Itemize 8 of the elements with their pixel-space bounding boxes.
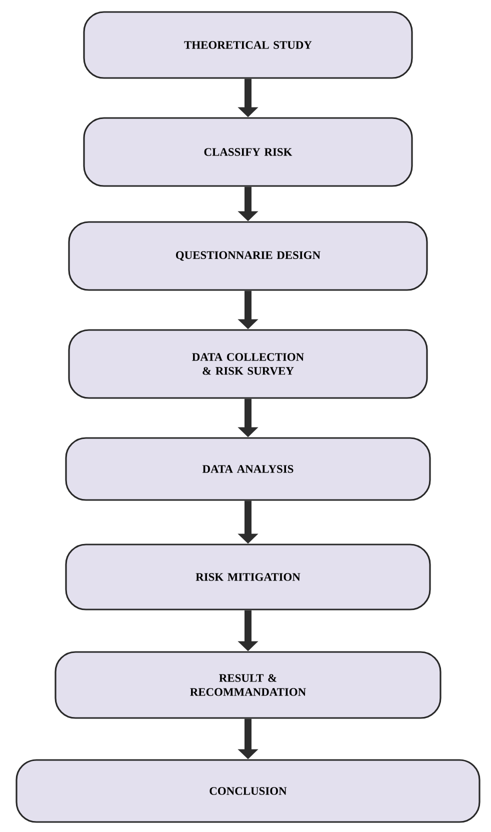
process-box: RESULT & RECOMMANDATION (54, 651, 442, 719)
process-box: RISK MITIGATION (65, 544, 431, 610)
process-box: DATA ANALYSIS (65, 437, 431, 501)
process-box: QUESTIONNARIE DESIGN (68, 221, 428, 291)
process-box: DATA COLLECTION & RISK SURVEY (68, 329, 428, 399)
process-box: CLASSIFY RISK (83, 117, 413, 187)
process-box: THEORETICAL STUDY (83, 11, 413, 79)
process-box: CONCLUSION (16, 759, 480, 823)
